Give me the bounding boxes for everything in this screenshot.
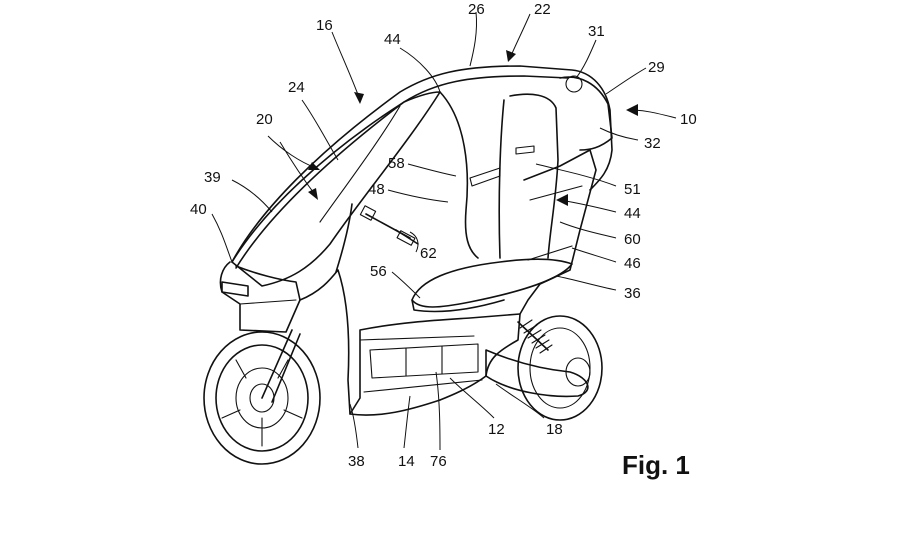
label-24: 24 — [288, 79, 305, 96]
label-20: 20 — [256, 111, 273, 128]
label-48: 48 — [368, 181, 385, 198]
rear-wheel — [517, 315, 603, 421]
label-58: 58 — [388, 155, 405, 172]
handlebar — [359, 205, 419, 246]
rear-roof-cap — [559, 76, 613, 151]
label-31: 31 — [588, 23, 605, 40]
label-44-side: 44 — [624, 205, 641, 222]
label-29: 29 — [648, 59, 665, 76]
leader-lines — [211, 11, 677, 451]
label-39: 39 — [204, 169, 221, 186]
label-14: 14 — [398, 453, 415, 470]
label-18: 18 — [546, 421, 563, 438]
label-12: 12 — [488, 421, 505, 438]
label-44-top: 44 — [384, 31, 401, 48]
label-38: 38 — [348, 453, 365, 470]
label-36: 36 — [624, 285, 641, 302]
front-nose — [219, 261, 301, 333]
reference-labels: 16 24 20 39 40 44 26 22 31 29 10 32 58 4… — [190, 1, 697, 470]
seat-backrest — [469, 93, 559, 259]
figure-caption: Fig. 1 — [622, 450, 690, 480]
rear-suspension-spring — [517, 319, 553, 354]
label-16: 16 — [316, 17, 333, 34]
label-60: 60 — [624, 231, 641, 248]
label-56: 56 — [370, 263, 387, 280]
front-body-panel — [299, 269, 441, 416]
label-32: 32 — [644, 135, 661, 152]
swing-arm — [485, 349, 589, 398]
rear-side-frame — [519, 149, 597, 315]
label-76: 76 — [430, 453, 447, 470]
lower-body-floor — [349, 313, 521, 415]
scooter-vehicle — [203, 65, 613, 465]
label-46: 46 — [624, 255, 641, 272]
front-fork — [261, 329, 301, 403]
door-opening — [439, 91, 479, 259]
label-10: 10 — [680, 111, 697, 128]
label-22: 22 — [534, 1, 551, 18]
seat — [411, 258, 573, 313]
battery-packs — [369, 343, 479, 379]
label-40: 40 — [190, 201, 207, 218]
label-51: 51 — [624, 181, 641, 198]
roof-canopy — [231, 65, 613, 263]
label-26: 26 — [468, 1, 485, 18]
label-62: 62 — [420, 245, 437, 262]
